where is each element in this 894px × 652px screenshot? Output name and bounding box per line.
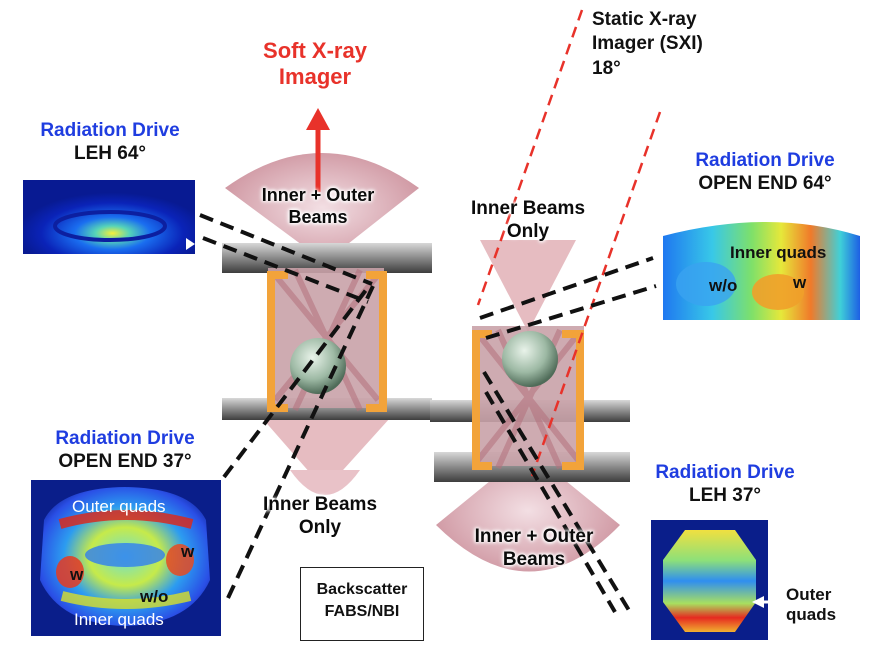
right-hohlraum-wall-right <box>562 330 584 470</box>
open37-w-left-label: w <box>70 565 84 584</box>
leh37-subtitle: LEH 37° <box>688 484 761 506</box>
sxi-label: Static X-ray Imager (SXI) 18° <box>592 8 703 81</box>
leh37-outer-quads-line1: Outer <box>786 585 832 604</box>
right-top-beams-line2: Only <box>506 220 550 242</box>
view-lines <box>199 213 657 614</box>
open64-image <box>663 222 860 320</box>
open64-line-2 <box>485 284 657 340</box>
right-top-beams-label: Inner Beams Only <box>453 198 603 244</box>
leh64-subtitle: LEH 64° <box>73 142 146 164</box>
right-bottom-beam-cone <box>436 450 620 572</box>
open37-panel-labels: Radiation Drive OPEN END 37° <box>20 428 230 474</box>
left-bottom-beams-line2: Only <box>298 516 342 538</box>
leh37-panel-labels: Radiation Drive LEH 37° <box>620 462 830 508</box>
left-bottom-beams-line1: Inner Beams <box>262 494 378 515</box>
open37-outer-quads-label: Outer quads <box>72 497 166 516</box>
leh37-outer-quads-line2: quads <box>786 605 837 625</box>
left-bottom-beam-fan <box>290 470 360 495</box>
soft-xray-imager-label: Soft X-ray Imager <box>225 38 405 91</box>
left-top-beam-cone <box>225 153 419 262</box>
leh64-image <box>23 180 195 254</box>
leh37-outer-quads-label: Outer quads <box>786 585 836 626</box>
left-top-beams-line2: Beams <box>288 206 348 227</box>
sxi-line1: Static X-ray <box>592 9 697 30</box>
sxi-sightline-2 <box>530 111 662 477</box>
left-top-beams-line1: Inner + Outer <box>261 185 375 205</box>
left-bottom-beam-cone <box>262 418 390 490</box>
sxi-sightline-1 <box>476 9 584 306</box>
open64-map-label: Inner quads <box>730 243 827 262</box>
open64-line-1 <box>479 256 654 320</box>
right-top-beams-line1: Inner Beams <box>470 198 586 219</box>
left-top-beams-label: Inner + Outer Beams <box>238 185 398 228</box>
open64-w-o-label: w/o <box>709 276 738 295</box>
left-hohlraum-wall-right <box>366 271 387 412</box>
backscatter-line1: Backscatter <box>316 581 408 598</box>
left-hohlraum <box>222 153 432 495</box>
right-capsule <box>502 331 558 387</box>
soft-xray-imager-line1: Soft X-ray <box>263 38 367 63</box>
open64-subtitle: OPEN END 64° <box>698 172 832 194</box>
open64-w-label: w <box>793 273 807 292</box>
leh64-line-1 <box>199 213 373 286</box>
soft-xray-arrowhead <box>306 108 330 130</box>
open37-title: Radiation Drive <box>55 428 195 449</box>
left-bottom-beams-label: Inner Beams Only <box>240 494 400 540</box>
open37-subtitle: OPEN END 37° <box>58 450 192 472</box>
left-beam-crossing <box>272 268 381 412</box>
open37-line-2 <box>226 285 375 599</box>
open37-w-right-label: w <box>181 542 195 561</box>
open64-panel-labels: Radiation Drive OPEN END 64° <box>660 150 870 196</box>
left-capsule <box>290 338 346 394</box>
backscatter-box <box>300 567 424 641</box>
right-beam-crossing <box>475 328 581 470</box>
leh64-title: Radiation Drive <box>40 120 180 141</box>
open64-title: Radiation Drive <box>695 150 835 171</box>
sxi-line2: Imager (SXI) <box>592 33 703 55</box>
right-bottom-beams-line1: Inner + Outer <box>474 526 594 547</box>
right-bottom-beams-label: Inner + Outer Beams <box>454 526 614 572</box>
right-hohlraum <box>430 240 630 572</box>
soft-xray-imager-line2: Imager <box>278 64 352 90</box>
leh64-line-2 <box>202 236 369 304</box>
open37-w-o-label: w/o <box>140 587 169 606</box>
right-top-beam-cone <box>480 240 576 332</box>
outer-quads-arrowhead <box>752 596 764 608</box>
leh37-image <box>651 520 788 640</box>
open37-line-1 <box>222 288 368 479</box>
leh37-title: Radiation Drive <box>655 462 795 483</box>
open37-inner-quads-label: Inner quads <box>74 610 164 629</box>
right-hohlraum-wall-left <box>472 330 492 470</box>
leh64-panel-labels: Radiation Drive LEH 64° <box>10 120 210 166</box>
backscatter-label: Backscatter FABS/NBI <box>300 579 424 622</box>
left-hohlraum-wall-left <box>267 271 288 412</box>
sxi-line3: 18° <box>592 57 621 79</box>
open37-image <box>31 480 221 636</box>
leh37-line-1 <box>482 370 632 614</box>
backscatter-line2: FABS/NBI <box>324 602 400 620</box>
right-bottom-beams-line2: Beams <box>502 548 566 570</box>
